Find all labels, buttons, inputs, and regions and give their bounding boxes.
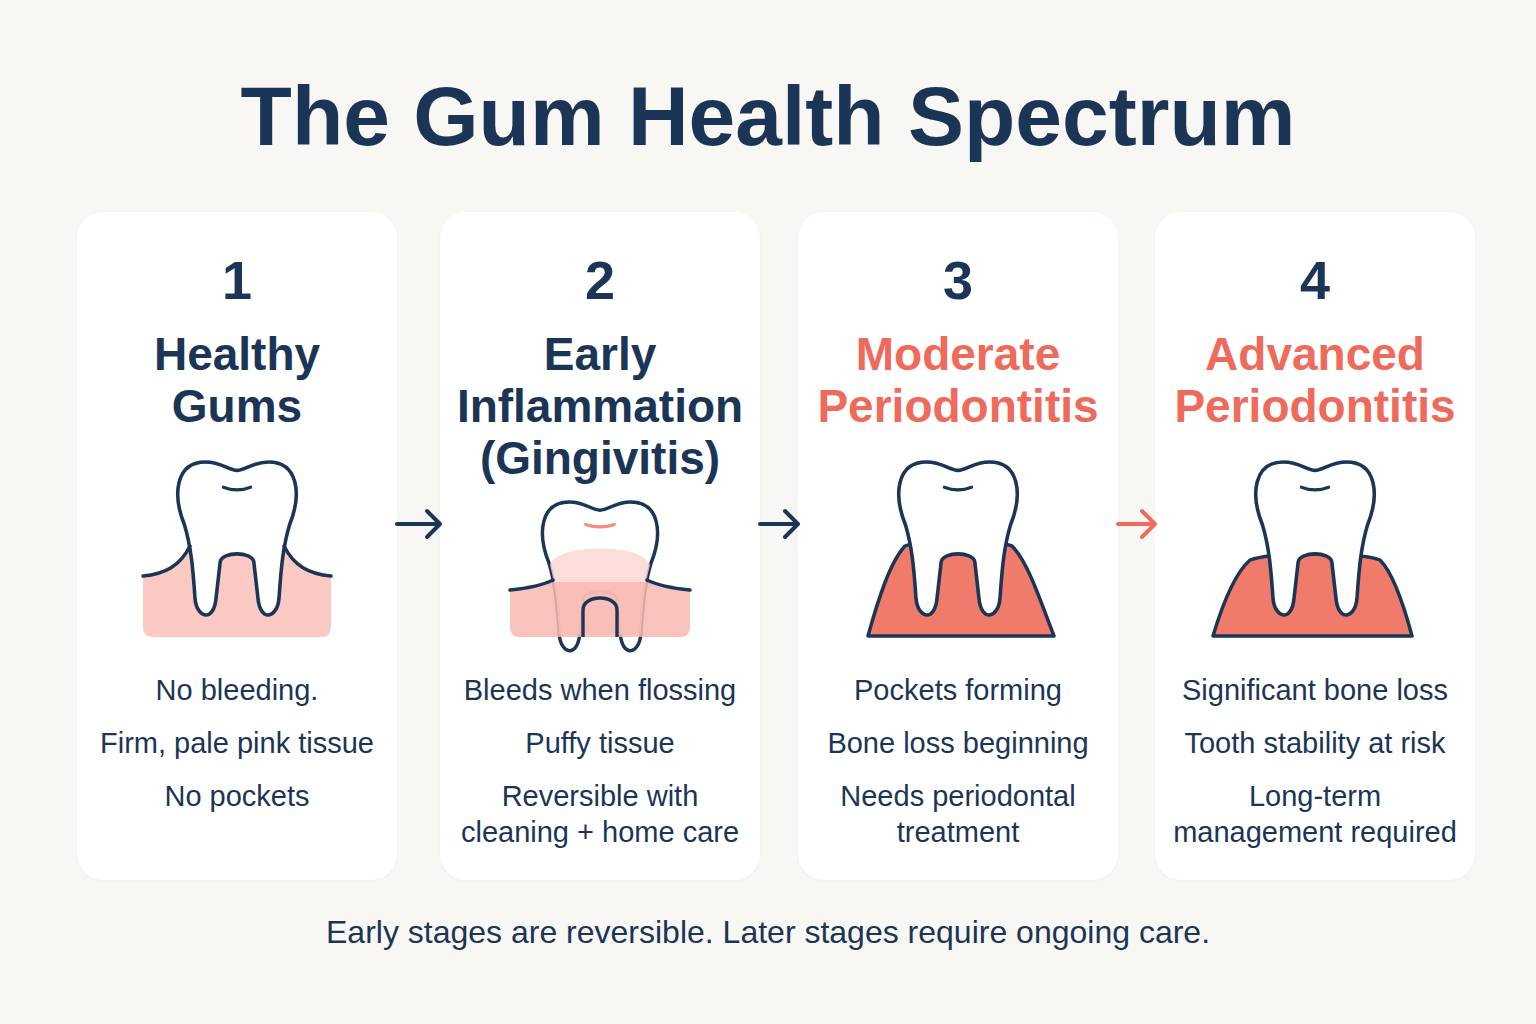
- stage-detail: Pockets forming: [810, 672, 1106, 708]
- stage-details: Bleeds when flossingPuffy tissueReversib…: [452, 672, 748, 850]
- stage-heading: Advanced Periodontitis: [1169, 328, 1461, 432]
- stage-detail: Firm, pale pink tissue: [89, 725, 385, 761]
- stage-detail: No pockets: [89, 778, 385, 814]
- stage-detail: Tooth stability at risk: [1167, 725, 1463, 761]
- stage-details: Significant bone lossTooth stability at …: [1167, 672, 1463, 850]
- inflamed-tooth: [510, 502, 690, 651]
- stage-card: 3Moderate PeriodontitisPockets formingBo…: [798, 212, 1118, 880]
- stage-detail: Reversible with cleaning + home care: [452, 778, 748, 850]
- moderate-tooth: [868, 462, 1054, 636]
- flow-arrow: [397, 511, 440, 537]
- caption: Early stages are reversible. Later stage…: [0, 910, 1536, 954]
- stage-detail: Needs periodontal treatment: [810, 778, 1106, 850]
- stage-detail: Long-term management required: [1167, 778, 1463, 850]
- stage-number: 3: [798, 250, 1118, 310]
- flow-arrow: [1118, 511, 1155, 537]
- stage-card: 2Early Inflammation (Gingivitis) Bleeds w…: [440, 212, 760, 880]
- stage-number: 2: [440, 250, 760, 310]
- stage-detail: Bone loss beginning: [810, 725, 1106, 761]
- stage-number: 1: [77, 250, 397, 310]
- stage-heading: Early Inflammation (Gingivitis): [454, 328, 746, 484]
- stage-details: Pockets formingBone loss beginningNeeds …: [810, 672, 1106, 850]
- advanced-tooth: [1213, 462, 1412, 636]
- stage-card: 4Advanced PeriodontitisSignificant bone …: [1155, 212, 1475, 880]
- stage-details: No bleeding. Firm, pale pink tissue No poc…: [89, 672, 385, 814]
- flow-arrow: [760, 511, 798, 537]
- stage-detail: No bleeding.: [89, 672, 385, 708]
- stage-detail: Bleeds when flossing: [452, 672, 748, 708]
- stage-heading: Healthy Gums: [91, 328, 383, 432]
- stage-card: 1Healthy Gums No bleeding. Firm, pale pink…: [77, 212, 397, 880]
- stage-heading: Moderate Periodontitis: [812, 328, 1104, 432]
- stage-detail: Puffy tissue: [452, 725, 748, 761]
- stage-number: 4: [1155, 250, 1475, 310]
- diagram-title: The Gum Health Spectrum: [0, 66, 1536, 166]
- healthy-tooth: [143, 462, 331, 637]
- stage-detail: Significant bone loss: [1167, 672, 1463, 708]
